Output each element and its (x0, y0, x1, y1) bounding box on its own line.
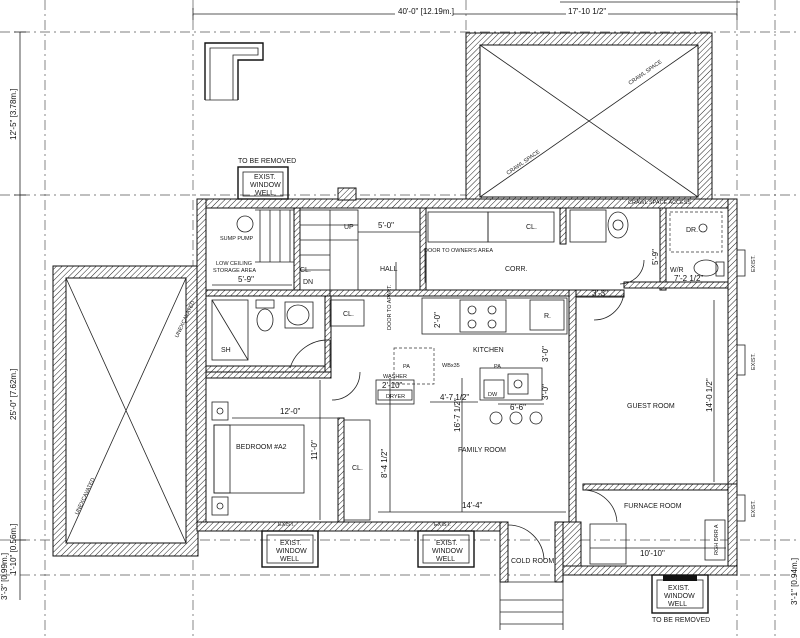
exterior-steps (499, 581, 564, 630)
dim-overall-width: 40'-0" [12.19m.] (398, 7, 454, 16)
svg-text:EXIST.: EXIST. (434, 522, 451, 528)
remove-label-bottom: TO BE REMOVED (652, 617, 710, 624)
room-hall: HALL (380, 266, 398, 273)
stair-dn-label: DN (303, 279, 313, 286)
interior-dimension-labels: 5'-0" 5'-9" 12'-0" 11'-0" 14'-4" 16'-7 1… (238, 221, 714, 558)
svg-text:WELL: WELL (280, 556, 299, 563)
fixtures (211, 209, 726, 565)
room-kitchen: KITCHEN (473, 347, 504, 354)
svg-text:11'-0": 11'-0" (310, 440, 319, 460)
svg-text:5'-9": 5'-9" (238, 275, 254, 284)
dryer-label: DRYER (386, 394, 405, 400)
water-heater-label: WBx35 (442, 363, 460, 369)
svg-text:WINDOW: WINDOW (432, 548, 463, 555)
svg-text:16'-7 1/2": 16'-7 1/2" (453, 398, 462, 432)
svg-text:WELL: WELL (436, 556, 455, 563)
door-apart-label: DOOR TO APART. (387, 284, 393, 330)
chimney (337, 187, 357, 201)
exterior-deck (204, 42, 264, 101)
sump-pump-label: SUMP PUMP (220, 236, 254, 242)
svg-text:WELL: WELL (668, 601, 687, 608)
svg-text:EXIST.: EXIST. (436, 540, 457, 547)
room-cold: COLD ROOM (511, 558, 554, 565)
dishwasher-label: DW (488, 392, 498, 398)
door-owner-label: DOOR TO OWNER'S AREA (424, 248, 493, 254)
window-well-bottom-left: EXIST. WINDOW WELL EXIST. (261, 522, 319, 568)
window-well-bottom-right: EXIST. WINDOW WELL TO BE REMOVED (651, 574, 710, 624)
washer-label: WASHER (383, 374, 407, 380)
svg-text:EXIST.: EXIST. (278, 522, 295, 528)
dim-left-b1: 3'-3" [0.99m.] (0, 553, 9, 600)
svg-text:2'-10": 2'-10" (382, 381, 403, 390)
unexcavated-left: UNEXCAVATED UNEXCAVATED (52, 265, 199, 557)
left-dimensions: 12'-5" [3.78m.] 25'-0" [7.62m.] 3'-3" [0… (0, 31, 799, 605)
svg-text:5'-9": 5'-9" (651, 249, 660, 265)
svg-text:14'-0 1/2": 14'-0 1/2" (705, 378, 714, 412)
interior-walls (205, 207, 729, 523)
svg-text:14'-4": 14'-4" (462, 501, 483, 510)
svg-text:10'-10": 10'-10" (640, 549, 665, 558)
room-corr: CORR. (505, 266, 528, 273)
exterior-walls (196, 198, 738, 583)
dim-top-right: 17'-10 1/2" (568, 7, 606, 16)
svg-text:EXIST.: EXIST. (751, 353, 757, 370)
svg-text:12'-0": 12'-0" (280, 407, 301, 416)
svg-text:WINDOW: WINDOW (276, 548, 307, 555)
interior-dimension-lines (212, 231, 726, 549)
bath-closet-label: CL. (343, 311, 354, 318)
svg-text:WINDOW: WINDOW (664, 593, 695, 600)
window-well-top: EXIST. WINDOW WELL TO BE REMOVED (237, 158, 296, 200)
room-guest: GUEST ROOM (627, 403, 675, 410)
dim-left-top: 12'-5" [3.78m.] (9, 88, 18, 140)
dim-left-b2: 1'-10" [0.56m.] (9, 523, 18, 575)
corr-closet-label: CL. (526, 224, 537, 231)
room-furnace: FURNACE ROOM (624, 503, 682, 510)
doors (289, 248, 645, 561)
svg-text:3'-3": 3'-3" (592, 289, 608, 298)
crawl-access-label: CRAWL SPACE ACCESS (628, 200, 691, 206)
bed-closet-label: CL. (352, 465, 363, 472)
svg-text:EXIST.: EXIST. (751, 255, 757, 272)
dim-right-b: 3'-1" [0.94m.] (790, 558, 799, 605)
room-bedroom: BEDROOM #A2 (236, 444, 287, 451)
svg-text:3'-0": 3'-0" (541, 346, 550, 362)
fridge-label: R. (544, 313, 551, 320)
room-wr: W/R (670, 267, 684, 274)
dim-left-main: 25'-0" [7.62m.] (9, 368, 18, 420)
svg-text:3'-0": 3'-0" (541, 384, 550, 400)
rough-door-label: RGH DRR A (714, 524, 720, 555)
stair-cl-label: CL. (300, 267, 311, 274)
svg-text:2'-0": 2'-0" (433, 312, 442, 328)
svg-text:EXIST.: EXIST. (280, 540, 301, 547)
svg-text:WINDOW: WINDOW (250, 182, 281, 189)
svg-text:8'-4 1/2": 8'-4 1/2" (380, 449, 389, 478)
pa-label-1: PA (403, 364, 410, 370)
stair-up-label: UP (344, 224, 354, 231)
svg-text:4'-7 1/2": 4'-7 1/2" (440, 393, 469, 402)
svg-text:WELL: WELL (255, 190, 274, 197)
top-dimensions: 40'-0" [12.19m.] 17'-10 1/2" (192, 1, 740, 20)
crawl-space-top: CRAWL SPACE CRAWL SPACE (465, 32, 713, 200)
storage-label-1: LOW CEILING (216, 261, 252, 267)
drain-label: DR. (686, 227, 698, 234)
svg-text:5'-0": 5'-0" (378, 221, 394, 230)
svg-text:7'-2 1/2": 7'-2 1/2" (674, 274, 703, 283)
pa-label-2: PA (494, 364, 501, 370)
room-labels: HALL CORR. KITCHEN FAMILY ROOM BEDROOM #… (213, 200, 720, 565)
svg-text:EXIST.: EXIST. (751, 500, 757, 517)
stairs: UP DN CL. (255, 209, 359, 291)
room-family: FAMILY ROOM (458, 447, 506, 454)
window-well-bottom-mid: EXIST. WINDOW WELL EXIST. (417, 522, 475, 568)
storage-label-2: STORAGE AREA (213, 268, 256, 274)
right-windows: EXIST. EXIST. EXIST. (736, 249, 757, 522)
svg-text:EXIST.: EXIST. (254, 174, 275, 181)
svg-text:EXIST.: EXIST. (668, 585, 689, 592)
remove-label-top: TO BE REMOVED (238, 158, 296, 165)
shower-label: SH (221, 347, 231, 354)
svg-text:6'-6": 6'-6" (510, 403, 526, 412)
